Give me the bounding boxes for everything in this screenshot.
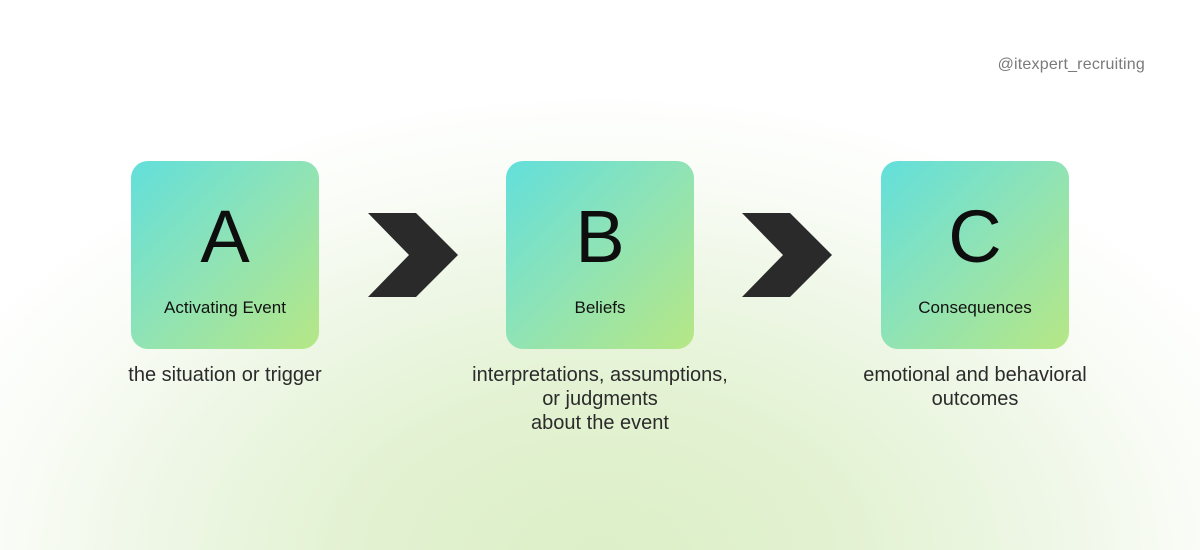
step-b-letter: B [575,195,625,278]
description-line: emotional and behavioral [863,364,1087,386]
step-b: B Beliefs [506,161,694,349]
description-line: the situation or trigger [128,364,322,386]
description-line: or judgments [542,388,658,410]
step-c-label: Consequences [918,298,1032,317]
step-b-label: Beliefs [574,298,626,317]
chevron-right-icon [368,213,458,297]
step-c: C Consequences [881,161,1069,349]
step-b-card: B Beliefs [506,161,694,349]
description-line: outcomes [931,388,1019,410]
step-a-label: Activating Event [164,298,286,317]
step-a-card: A Activating Event [131,161,319,349]
step-c-description: emotional and behavioral outcomes [805,363,1145,411]
chevron-right-icon [742,213,832,297]
step-a-letter: A [200,195,250,278]
description-line: interpretations, assumptions, [472,364,728,386]
description-line: about the event [531,412,669,434]
step-c-card: C Consequences [881,161,1069,349]
step-c-letter: C [948,195,1002,278]
step-a: A Activating Event [131,161,319,349]
step-a-description: the situation or trigger [55,363,395,387]
step-b-description: interpretations, assumptions, or judgmen… [430,363,770,435]
watermark-handle: @itexpert_recruiting [997,56,1145,73]
